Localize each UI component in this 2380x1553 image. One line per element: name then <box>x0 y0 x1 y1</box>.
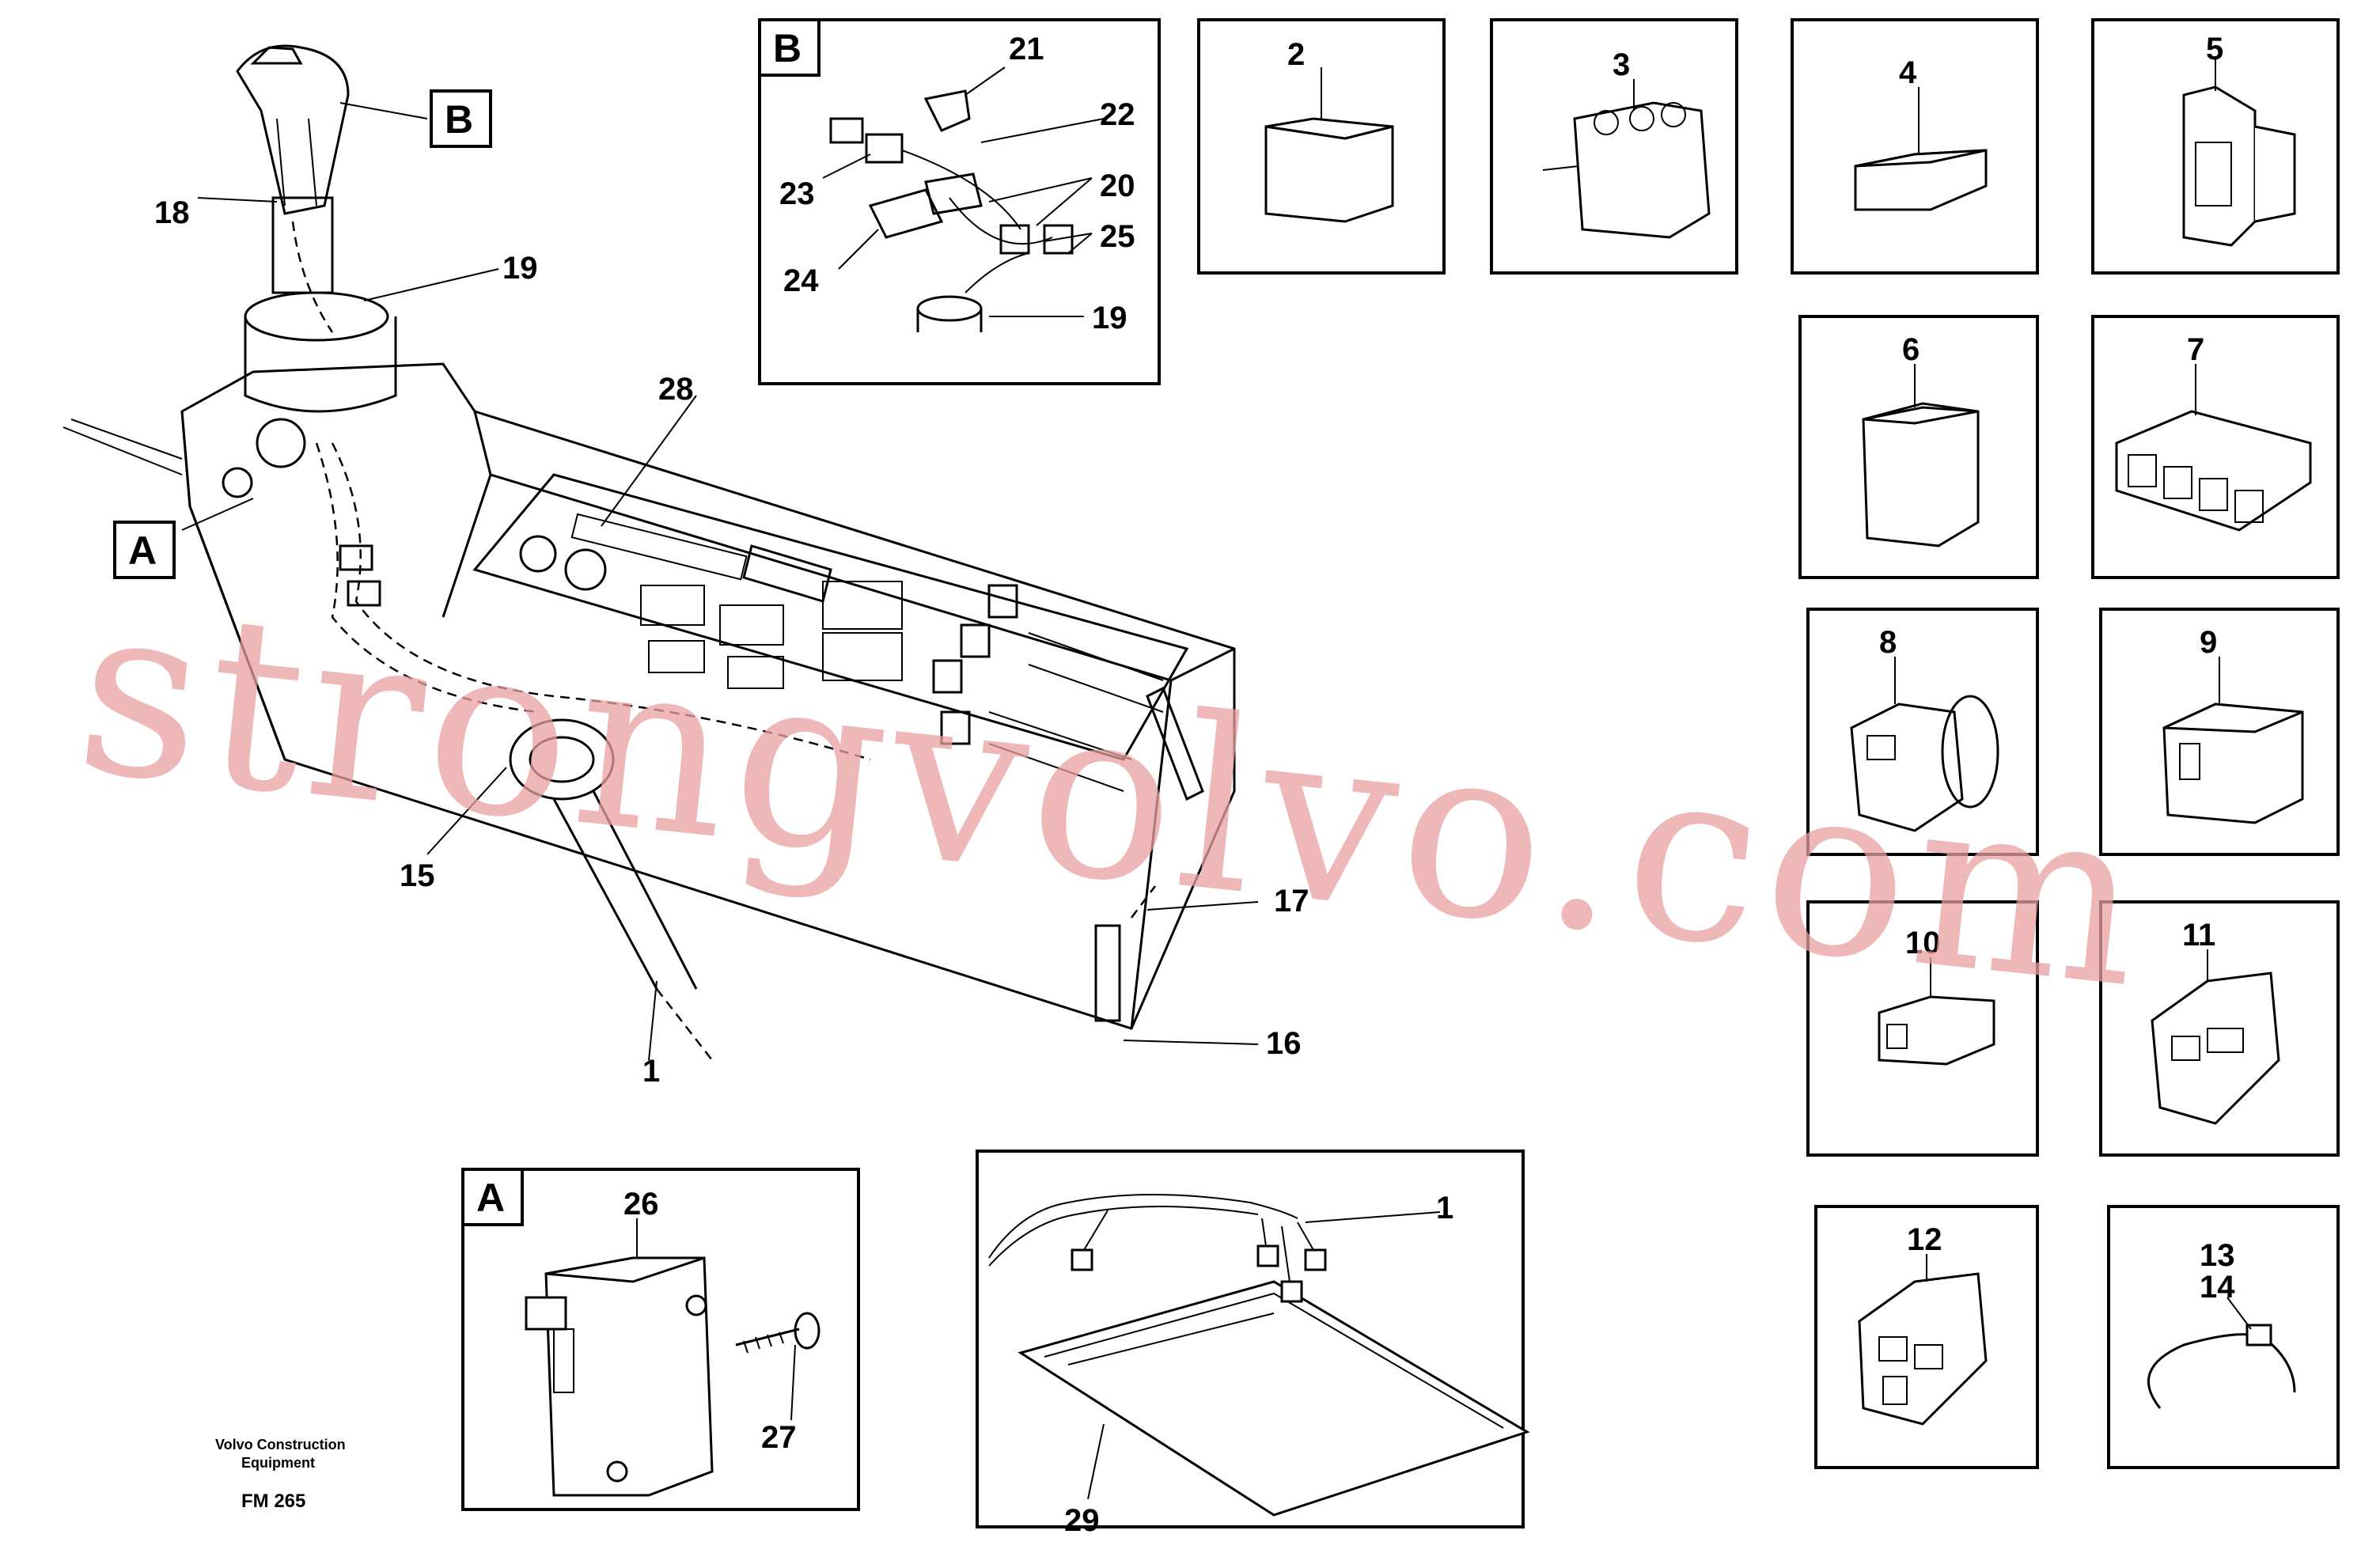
svg-text:A: A <box>128 528 157 573</box>
callout-23: 23 <box>779 176 815 211</box>
callout-22: 22 <box>1100 97 1135 132</box>
callout-20: 20 <box>1100 169 1135 203</box>
part-box-8 <box>1806 608 2039 856</box>
callout-28: 28 <box>658 372 694 407</box>
callout-4: 4 <box>1899 55 1917 90</box>
callout-3: 3 <box>1613 47 1630 82</box>
callout-7: 7 <box>2187 332 2204 367</box>
badge-a-main: A <box>113 521 176 579</box>
part-box-13-14 <box>2107 1205 2340 1469</box>
callout-1: 1 <box>642 1054 660 1089</box>
part-box-5 <box>2091 18 2340 275</box>
callout-2: 2 <box>1287 37 1305 72</box>
svg-text:B: B <box>445 97 473 142</box>
callout-12: 12 <box>1907 1222 1942 1257</box>
callout-13: 13 <box>2200 1238 2235 1273</box>
footer-code: FM 265 <box>241 1491 305 1512</box>
inset-b-badge: B <box>773 26 802 70</box>
part-box-11 <box>2099 900 2340 1157</box>
inset-circuit-board <box>976 1150 1530 1528</box>
callout-15: 15 <box>400 858 435 893</box>
callout-5: 5 <box>2206 32 2223 66</box>
part-box-2 <box>1197 18 1446 275</box>
callout-14: 14 <box>2200 1270 2235 1305</box>
callout-9: 9 <box>2200 625 2217 660</box>
inset-a-badge: A <box>476 1176 505 1220</box>
callout-19-inset: 19 <box>1092 301 1127 335</box>
callout-26: 26 <box>623 1187 659 1222</box>
callout-25: 25 <box>1100 219 1135 254</box>
callout-27: 27 <box>761 1420 797 1455</box>
callout-8: 8 <box>1879 625 1897 660</box>
callout-18: 18 <box>154 195 190 230</box>
callout-16: 16 <box>1266 1026 1302 1061</box>
callout-19: 19 <box>502 251 538 286</box>
callout-1-inset: 1 <box>1436 1191 1453 1225</box>
footer-company-line1: Volvo Construction <box>215 1437 346 1453</box>
callout-11: 11 <box>2182 918 2215 953</box>
callout-29: 29 <box>1064 1503 1100 1538</box>
callout-21: 21 <box>1009 32 1044 66</box>
callout-6: 6 <box>1902 332 1920 367</box>
callout-24: 24 <box>783 263 819 298</box>
callout-10: 10 <box>1905 926 1941 960</box>
console-assembly <box>63 44 1259 1061</box>
inset-a: A <box>461 1168 860 1511</box>
part-box-4 <box>1791 18 2039 275</box>
part-box-6 <box>1798 315 2039 579</box>
inset-b: B <box>758 18 1161 385</box>
callout-17: 17 <box>1274 884 1309 919</box>
part-box-10 <box>1806 900 2039 1157</box>
part-box-12 <box>1814 1205 2039 1469</box>
part-box-7 <box>2091 315 2340 579</box>
footer-company-line2: Equipment <box>241 1455 315 1471</box>
part-box-3 <box>1490 18 1738 275</box>
part-box-9 <box>2099 608 2340 856</box>
badge-b-main: B <box>430 89 492 148</box>
